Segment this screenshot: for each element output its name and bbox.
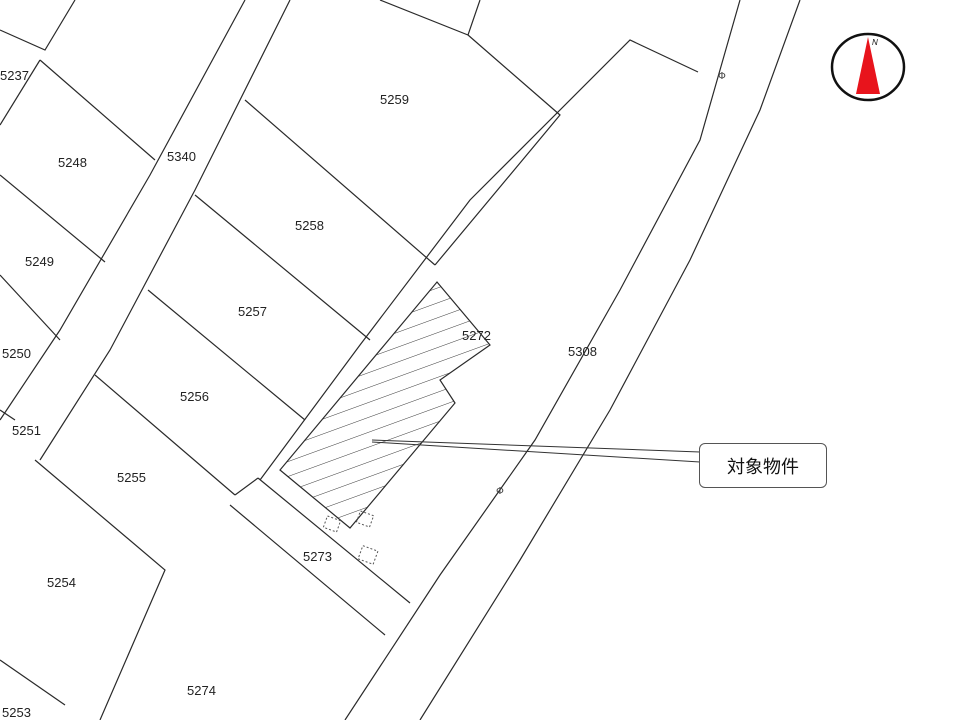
- boundary-5256-5257: [147, 289, 306, 421]
- road-5340-left-edge: [0, 0, 246, 421]
- parcel-label-5248: 5248: [58, 155, 87, 170]
- boundary-5254-5253: [0, 659, 66, 706]
- parcel-label-5253: 5253: [2, 705, 31, 720]
- parcel-label-5249: 5249: [25, 254, 54, 269]
- parcel-label-5257: 5257: [238, 304, 267, 319]
- parcel-label-5258: 5258: [295, 218, 324, 233]
- boundary-5255-5256: [94, 374, 236, 496]
- subject-property-callout: 対象物件: [699, 443, 827, 488]
- subject-property-5272: [279, 281, 491, 529]
- boundary-5257-5258: [194, 194, 371, 341]
- road-5308-inner-right: [419, 0, 801, 720]
- marker-b: [355, 510, 375, 528]
- road-mark-lower: Φ: [496, 486, 504, 497]
- parcel-label-5308: 5308: [568, 344, 597, 359]
- north-arrow-icon: N: [830, 32, 906, 102]
- parcel-label-5274: 5274: [187, 683, 216, 698]
- parcel-label-5340: 5340: [167, 149, 196, 164]
- compass-north-label: N: [872, 38, 878, 47]
- road-5308-left-edge: [259, 39, 699, 481]
- boundary-5249: [0, 174, 106, 263]
- road-5340-right-edge: [39, 0, 291, 461]
- boundary-5258-5259: [244, 99, 436, 266]
- boundary-left: [0, 0, 76, 51]
- boundary-5237: [0, 59, 41, 126]
- parcel-label-5255: 5255: [117, 470, 146, 485]
- parcel-label-5256: 5256: [180, 389, 209, 404]
- compass-needle: [856, 37, 880, 94]
- boundary-5250: [0, 274, 61, 341]
- parcel-label-5254: 5254: [47, 575, 76, 590]
- boundary-5273-left: [234, 477, 259, 496]
- parcel-label-5273: 5273: [303, 549, 332, 564]
- boundary-5254-5255: [34, 459, 166, 720]
- boundary-5273-lower: [229, 504, 386, 636]
- boundary-5259-top: [379, 0, 481, 36]
- marker-c: [357, 545, 379, 565]
- boundary-5259-right: [434, 34, 561, 266]
- parcel-label-5250: 5250: [2, 346, 31, 361]
- parcel-label-5237: 5237: [0, 68, 29, 83]
- parcel-label-5259: 5259: [380, 92, 409, 107]
- road-5308-inner-left: [344, 0, 741, 720]
- boundary-5251: [0, 409, 16, 421]
- callout-leader: [371, 439, 701, 463]
- road-mark-upper: Φ: [718, 71, 726, 82]
- boundary-5248: [39, 59, 156, 161]
- callout-label: 対象物件: [727, 456, 799, 478]
- marker-a: [322, 515, 342, 533]
- parcel-label-5251: 5251: [12, 423, 41, 438]
- parcel-label-5272: 5272: [462, 328, 491, 343]
- boundary-5273: [257, 477, 411, 604]
